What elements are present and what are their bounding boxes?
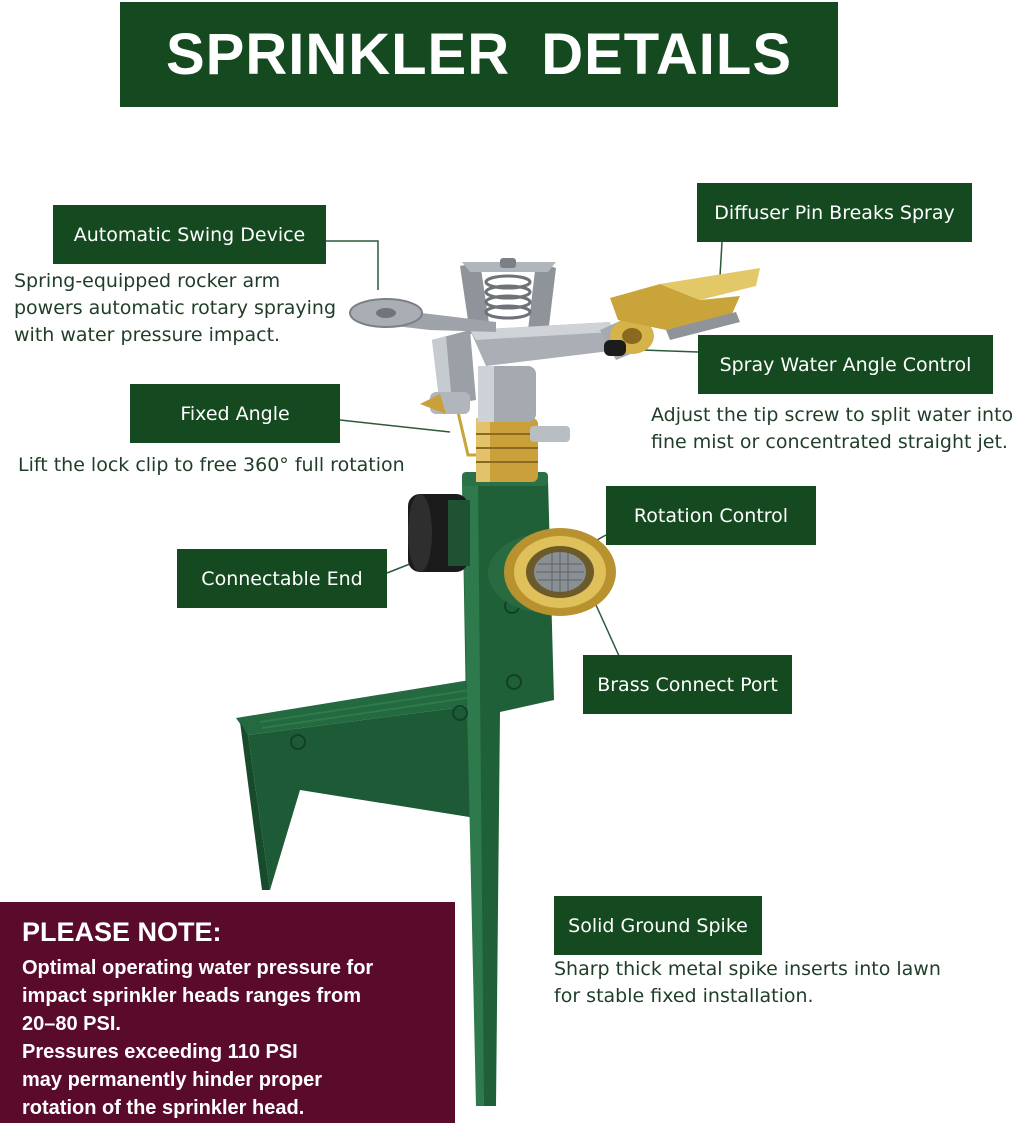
- label-text: Brass Connect Port: [597, 673, 778, 696]
- leader-lines: [326, 240, 723, 659]
- desc-line: with water pressure impact.: [14, 324, 281, 346]
- desc-line: Spring-equipped rocker arm: [14, 270, 281, 292]
- desc-line: for stable fixed installation.: [554, 985, 814, 1007]
- connectable-end-cap: [408, 494, 470, 572]
- please-note-box: PLEASE NOTE: Optimal operating water pre…: [0, 902, 455, 1123]
- desc-ground-spike: Sharp thick metal spike inserts into law…: [554, 956, 941, 1010]
- label-text: Connectable End: [201, 567, 363, 590]
- label-text: Fixed Angle: [180, 402, 290, 425]
- ground-stake: [236, 472, 554, 1106]
- leader-diffuser: [719, 241, 723, 277]
- label-solid-ground-spike: Solid Ground Spike: [554, 896, 762, 955]
- note-line: Pressures exceeding 110 PSI: [22, 1041, 298, 1063]
- leader-brass: [595, 604, 621, 659]
- label-spray-water-angle: Spray Water Angle Control: [698, 335, 993, 394]
- note-line: 20–80 PSI.: [22, 1013, 121, 1035]
- note-line: impact sprinkler heads ranges from: [22, 985, 362, 1007]
- diffuser-nozzle: [600, 268, 760, 360]
- desc-spray-water-angle: Adjust the tip screw to split water into…: [651, 402, 1013, 456]
- label-text: Solid Ground Spike: [568, 914, 748, 937]
- desc-line: Adjust the tip screw to split water into: [651, 404, 1014, 426]
- note-title: PLEASE NOTE:: [22, 917, 222, 947]
- leader-fixed-angle: [339, 419, 451, 433]
- label-automatic-swing-device: Automatic Swing Device: [53, 205, 326, 264]
- label-text: Diffuser Pin Breaks Spray: [714, 201, 955, 224]
- label-text: Spray Water Angle Control: [719, 353, 972, 376]
- note-line: Optimal operating water pressure for: [22, 957, 374, 979]
- desc-line: Sharp thick metal spike inserts into law…: [554, 958, 941, 980]
- desc-line: Lift the lock clip to free 360° full rot…: [18, 454, 405, 476]
- label-connectable-end: Connectable End: [177, 549, 387, 608]
- desc-line: powers automatic rotary spraying: [14, 297, 337, 319]
- label-brass-connect-port: Brass Connect Port: [583, 655, 792, 714]
- label-rotation-control: Rotation Control: [606, 486, 816, 545]
- label-text: Automatic Swing Device: [73, 223, 306, 246]
- page-title: SPRINKLER DETAILS: [165, 22, 793, 87]
- desc-line: fine mist or concentrated straight jet.: [651, 431, 1008, 453]
- leader-spray-angle: [641, 349, 699, 353]
- label-text: Rotation Control: [633, 504, 789, 527]
- note-line: rotation of the sprinkler head.: [22, 1097, 305, 1119]
- label-fixed-angle: Fixed Angle: [130, 384, 340, 443]
- title-banner: SPRINKLER DETAILS: [120, 2, 838, 107]
- desc-fixed-angle: Lift the lock clip to free 360° full rot…: [18, 452, 405, 479]
- note-line: may permanently hinder proper: [22, 1069, 323, 1091]
- desc-automatic-swing: Spring-equipped rocker arm powers automa…: [14, 268, 336, 349]
- brass-riser: [456, 411, 570, 482]
- leader-swing: [326, 240, 379, 290]
- brass-port: [488, 528, 616, 616]
- label-diffuser-pin: Diffuser Pin Breaks Spray: [697, 183, 972, 242]
- sprinkler-head: [349, 258, 618, 422]
